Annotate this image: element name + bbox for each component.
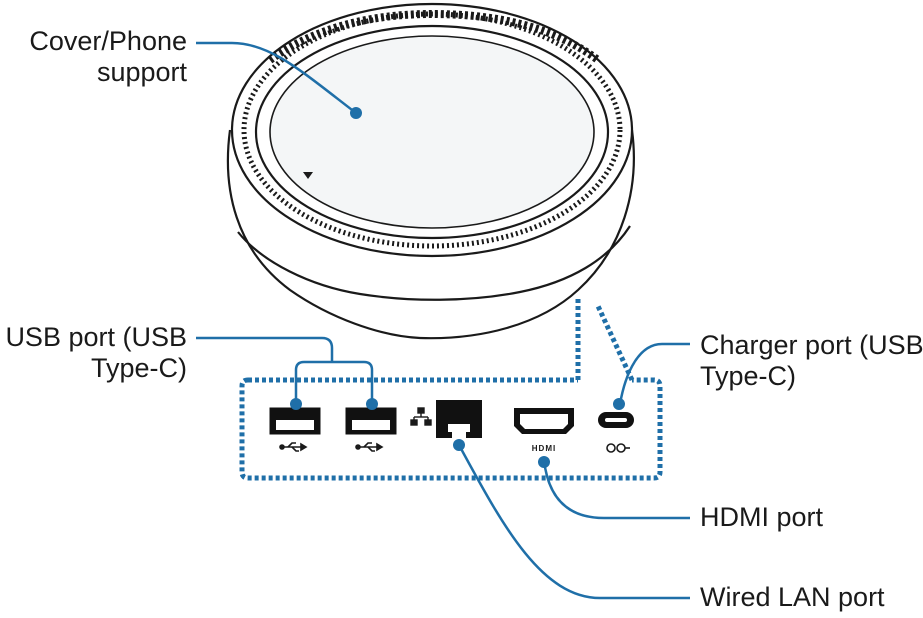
callout-dot-charger (613, 398, 625, 410)
label-usb-port: USB port (USB Type-C) (5, 322, 187, 384)
label-hdmi-line1: HDMI port (700, 502, 824, 532)
label-cover-phone-support: Cover/Phone support (29, 26, 187, 88)
wired-lan-port (436, 400, 482, 438)
ports: HDMI (269, 400, 634, 453)
callout-dot-hdmi (538, 456, 550, 468)
callout-line-hdmi (542, 459, 690, 520)
callout-line-charger (618, 342, 690, 405)
dock-gear-band (241, 11, 623, 249)
port-panel-dotted-frame (239, 296, 663, 481)
label-charger-port: Charger port (USB Type-C) (700, 330, 923, 392)
charger-usb-c-port (598, 412, 634, 428)
dock-base-rim (237, 225, 631, 301)
label-charger-line1: Charger port (USB (700, 330, 923, 360)
lan-network-icon (410, 407, 432, 426)
usb-port-2 (345, 407, 397, 435)
usb-symbol-icon (279, 442, 308, 452)
label-hdmi-port: HDMI port (700, 502, 823, 533)
label-wired-lan-port: Wired LAN port (700, 582, 885, 613)
callout-dot-usb-2 (366, 398, 378, 410)
label-usb-line2: Type-C) (90, 353, 187, 383)
hdmi-port (514, 408, 574, 434)
label-charger-line2: Type-C) (700, 361, 797, 391)
callout-line-usb (196, 336, 334, 362)
callout-dot-usb-1 (290, 398, 302, 410)
callout-dot-lan (453, 439, 465, 451)
usb-symbol-icon (355, 442, 384, 452)
label-cover-line2: support (96, 57, 187, 87)
callout-line-lan (457, 444, 690, 600)
callout-lines (196, 41, 690, 600)
label-lan-line1: Wired LAN port (700, 582, 885, 612)
callout-bracket-usb (294, 360, 374, 400)
cover-phone-support (269, 35, 595, 229)
label-usb-line1: USB port (USB (5, 322, 187, 352)
usb-port-1 (269, 407, 321, 435)
callout-line-cover (196, 41, 357, 114)
label-cover-line1: Cover/Phone (29, 26, 187, 56)
cover-alignment-mark-icon (303, 172, 313, 179)
usb-c-power-icon (606, 443, 630, 453)
dock-device (226, 2, 635, 340)
callout-dot-cover (350, 107, 362, 119)
dock-gear-teeth (267, 9, 601, 64)
hdmi-port-mark: HDMI (532, 444, 556, 453)
